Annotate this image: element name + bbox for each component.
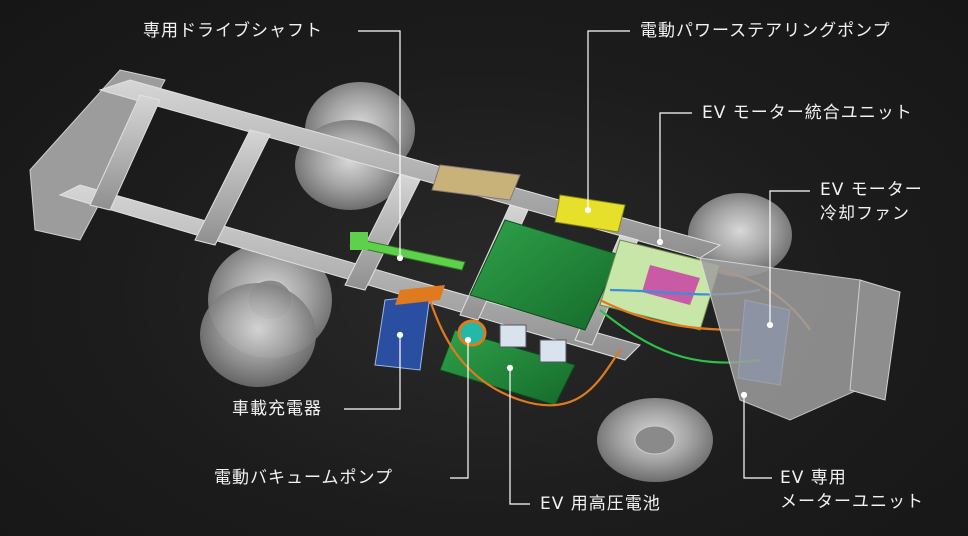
charger-bracket	[395, 285, 445, 305]
leader-power-steering-dot	[584, 206, 592, 214]
wire-orange-1	[428, 299, 621, 407]
battery-top	[469, 219, 621, 331]
leader-drive-shaft-dot	[396, 254, 404, 262]
onboard-charger	[374, 294, 431, 371]
leader-vacuum-pump	[450, 340, 469, 479]
label-ev-motor-cooling-fan-line1: EV モーター	[820, 180, 923, 200]
leader-lines	[344, 30, 810, 505]
front-frame	[699, 257, 881, 421]
label-ev-meter-unit-line1: EV 専用	[780, 468, 847, 488]
front-bumper	[849, 279, 901, 401]
leader-battery	[509, 368, 530, 505]
leader-battery-dot	[506, 364, 514, 372]
label-ev-motor-cooling-fan: EV モーター 冷却ファン	[820, 178, 923, 226]
motor-unit-panel	[642, 265, 700, 305]
leader-charger-dot	[396, 331, 404, 339]
front-tire-top	[688, 193, 792, 277]
drive-shaft-joint	[350, 232, 368, 250]
front-tire-bottom-hub	[634, 425, 676, 455]
front-wheels	[597, 193, 792, 482]
leader-charger	[344, 335, 401, 410]
leader-drive-shaft	[358, 30, 401, 258]
aux-battery	[431, 164, 521, 201]
leader-motor-unit-dot	[656, 238, 664, 246]
vacuum-pump-block-1	[499, 324, 527, 348]
leader-power-steering	[587, 30, 630, 210]
frame-cross-2	[194, 129, 271, 246]
label-vacuum-pump: 電動バキュームポンプ	[214, 468, 393, 488]
label-ev-motor-cooling-fan-line2: 冷却ファン	[820, 204, 910, 224]
label-drive-shaft: 専用ドライブシャフト	[143, 21, 323, 41]
label-onboard-charger: 車載充電器	[232, 399, 322, 419]
leader-vacuum-pump-dot	[464, 336, 472, 344]
vacuum-pump-block-2	[539, 339, 567, 363]
label-ev-motor-integrated-unit: EV モーター統合ユニット	[702, 103, 913, 123]
label-ev-battery: EV 用高圧電池	[540, 494, 661, 514]
power-steering-pump	[554, 194, 626, 233]
label-power-steering-pump: 電動パワーステアリングポンプ	[640, 21, 891, 41]
leader-cooling-fan	[769, 190, 810, 325]
leader-meter-unit-dot	[740, 391, 748, 399]
ev-motor-unit	[599, 239, 721, 331]
vacuum-pump	[457, 319, 567, 363]
label-ev-meter-unit-line2: メーターユニット	[780, 492, 924, 512]
leader-cooling-fan-dot	[766, 321, 774, 329]
leader-meter-unit	[743, 395, 772, 479]
rear-tire-bottom-2	[200, 283, 316, 387]
label-ev-meter-unit: EV 専用 メーターユニット	[780, 466, 924, 514]
leader-motor-unit	[659, 112, 692, 242]
vacuum-pump-body	[457, 319, 487, 347]
frame-cross-1	[89, 94, 161, 211]
